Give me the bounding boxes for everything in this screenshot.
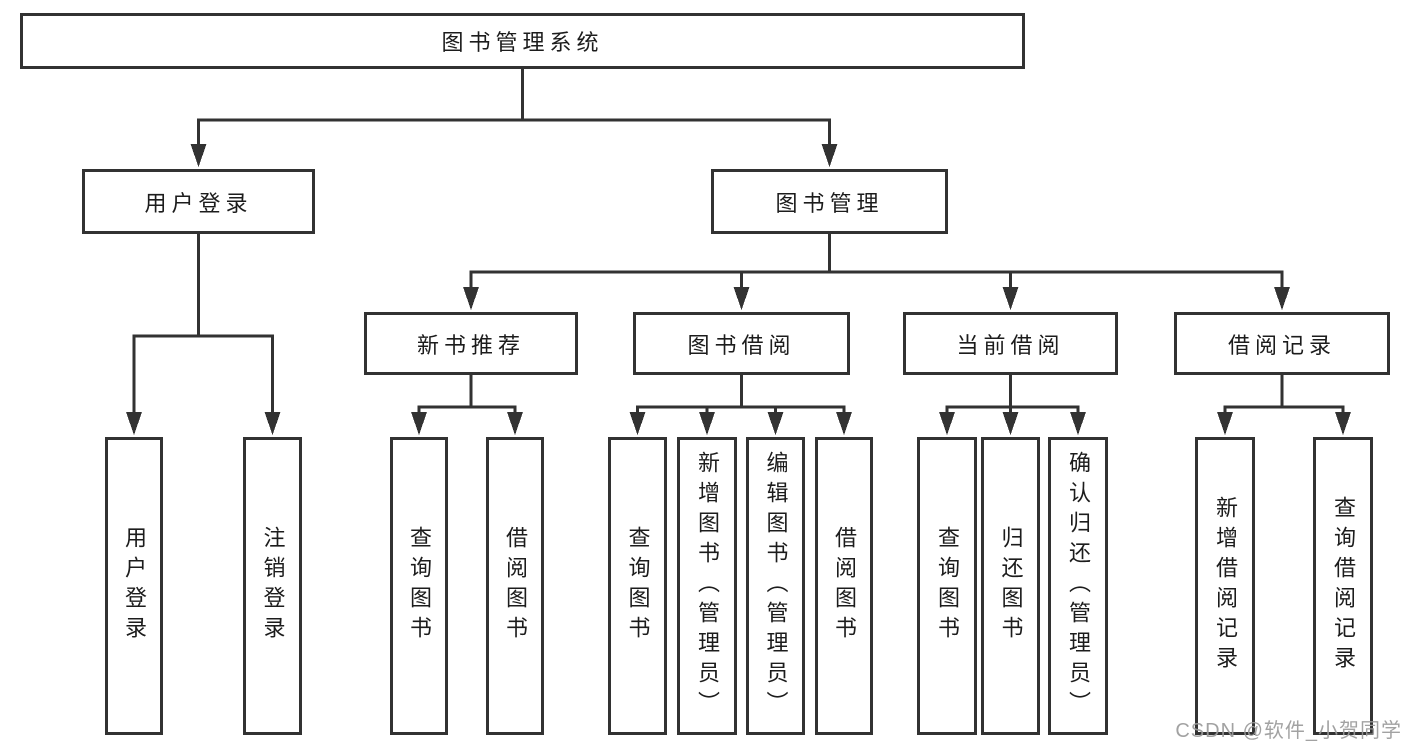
node-login: 用户登录	[105, 437, 163, 735]
node-book-mgmt: 图书管理	[711, 169, 948, 234]
node-label-cb-query-books: 查询图书	[935, 526, 960, 646]
node-label-current-borrow: 当前借阅	[956, 332, 1065, 358]
arrowhead-rec-query-books	[411, 412, 427, 435]
arrowhead-new-book-rec	[463, 287, 479, 310]
arrowhead-cb-confirm-return	[1070, 412, 1086, 435]
node-bb-query-books: 查询图书	[608, 437, 667, 735]
node-label-logout: 注销登录	[260, 526, 286, 646]
node-user-login: 用户登录	[82, 169, 315, 234]
arrowhead-bb-query-books	[629, 412, 646, 435]
arrowhead-cb-query-books	[939, 412, 955, 435]
node-logout: 注销登录	[243, 437, 302, 735]
node-label-cb-confirm-return: 确认归还（管理员）	[1066, 451, 1091, 721]
node-label-bb-query-books: 查询图书	[625, 526, 651, 646]
node-cb-query-books: 查询图书	[917, 437, 977, 735]
node-label-book-mgmt: 图书管理	[775, 190, 884, 216]
arrowhead-br-query-record	[1335, 412, 1351, 435]
node-label-rec-query-books: 查询图书	[407, 526, 432, 646]
watermark: CSDN @软件_小贺同学	[1175, 720, 1402, 742]
node-label-rec-borrow-books: 借阅图书	[503, 526, 528, 646]
node-label-br-add-record: 新增借阅记录	[1213, 496, 1238, 676]
node-bb-edit-books: 编辑图书（管理员）	[746, 437, 805, 735]
node-label-book-borrow: 图书借阅	[687, 332, 796, 358]
node-label-bb-edit-books: 编辑图书（管理员）	[763, 451, 789, 721]
node-rec-borrow-books: 借阅图书	[486, 437, 544, 735]
arrowhead-borrow-records	[1274, 287, 1290, 310]
node-cb-confirm-return: 确认归还（管理员）	[1048, 437, 1108, 735]
arrowhead-cb-return-books	[1002, 412, 1019, 435]
node-cb-return-books: 归还图书	[981, 437, 1040, 735]
node-label-bb-add-books: 新增图书（管理员）	[695, 451, 720, 721]
arrowhead-current-borrow	[1002, 287, 1019, 310]
node-label-borrow-records: 借阅记录	[1227, 332, 1336, 358]
arrowhead-bb-edit-books	[767, 412, 784, 435]
node-label-bb-borrow-books: 借阅图书	[832, 526, 857, 646]
arrowhead-book-mgmt	[821, 144, 838, 167]
arrowhead-user-login	[190, 144, 207, 167]
node-current-borrow: 当前借阅	[903, 312, 1118, 375]
arrowhead-book-borrow	[733, 287, 750, 310]
node-label-cb-return-books: 归还图书	[998, 526, 1024, 646]
node-label-login: 用户登录	[122, 526, 147, 646]
arrowhead-bb-borrow-books	[836, 412, 852, 435]
node-new-book-rec: 新书推荐	[364, 312, 578, 375]
node-label-root: 图书管理系统	[441, 30, 604, 55]
node-bb-borrow-books: 借阅图书	[815, 437, 873, 735]
node-book-borrow: 图书借阅	[633, 312, 850, 375]
node-br-query-record: 查询借阅记录	[1313, 437, 1373, 735]
arrowhead-rec-borrow-books	[507, 412, 523, 435]
node-bb-add-books: 新增图书（管理员）	[677, 437, 737, 735]
arrowhead-br-add-record	[1217, 412, 1233, 435]
arrowhead-logout	[264, 412, 281, 435]
node-label-br-query-record: 查询借阅记录	[1331, 496, 1356, 676]
arrowhead-bb-add-books	[699, 412, 715, 435]
node-rec-query-books: 查询图书	[390, 437, 448, 735]
node-label-user-login: 用户登录	[144, 190, 253, 216]
node-root: 图书管理系统	[20, 13, 1025, 69]
node-borrow-records: 借阅记录	[1174, 312, 1390, 375]
arrowhead-login	[126, 412, 142, 435]
node-label-new-book-rec: 新书推荐	[416, 332, 525, 358]
node-br-add-record: 新增借阅记录	[1195, 437, 1255, 735]
